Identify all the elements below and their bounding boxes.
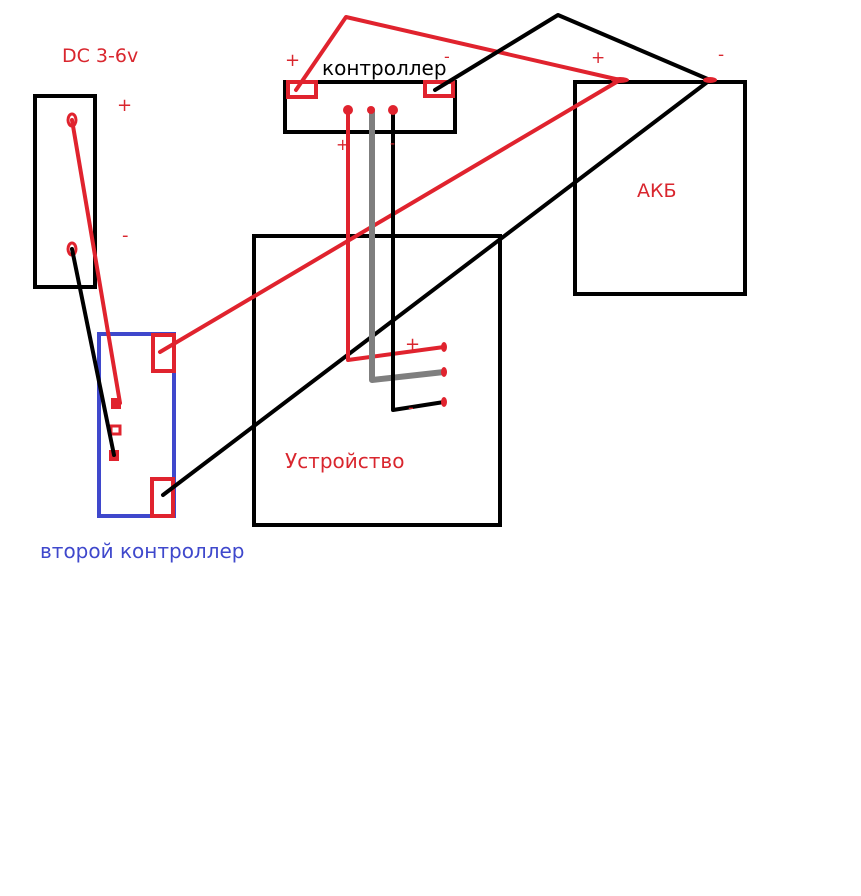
wire-device-plus bbox=[346, 108, 446, 362]
wire-dc-minus bbox=[70, 247, 116, 457]
controller-minus-terminal bbox=[423, 80, 455, 98]
second-controller-top-terminal bbox=[151, 333, 176, 373]
second-controller-box bbox=[97, 332, 176, 518]
second-controller-bottom-terminal bbox=[150, 477, 175, 518]
device-pin bbox=[441, 367, 447, 377]
controller-pin bbox=[388, 105, 398, 115]
controller-pin bbox=[343, 105, 353, 115]
wire-device-signal bbox=[369, 107, 447, 383]
device-pin bbox=[441, 397, 447, 407]
controller-pin-plus-label: + bbox=[336, 135, 349, 154]
controller-minus-label: - bbox=[444, 47, 450, 66]
second-controller-label: второй контроллер bbox=[40, 539, 245, 563]
wire-battery-minus-to-second-controller bbox=[161, 78, 712, 497]
second-controller-pin bbox=[111, 398, 121, 409]
wire-device-minus bbox=[391, 108, 446, 412]
dc-plus-label: + bbox=[117, 95, 132, 116]
dc-minus-label: - bbox=[122, 225, 129, 246]
dc-source-box bbox=[33, 94, 97, 289]
second-controller-pin bbox=[109, 424, 122, 436]
device-minus-label: - bbox=[408, 398, 414, 417]
controller-pin bbox=[367, 106, 375, 114]
device-label: Устройство bbox=[285, 449, 404, 473]
device-pin bbox=[441, 342, 447, 352]
wire-battery-plus-to-second-controller bbox=[158, 78, 622, 354]
dc-source-label: DC 3-6v bbox=[62, 45, 138, 67]
wire-controller-minus-to-battery bbox=[433, 13, 712, 92]
battery-minus-label: - bbox=[718, 45, 724, 65]
controller-label: контроллер bbox=[322, 56, 447, 80]
battery-box bbox=[573, 80, 747, 296]
wire-dc-plus bbox=[70, 118, 122, 405]
wire-controller-plus-to-battery bbox=[294, 15, 622, 92]
controller-pin-minus-label: - bbox=[390, 136, 395, 152]
device-plus-label: + bbox=[405, 334, 420, 355]
controller-plus-label: + bbox=[285, 50, 300, 71]
device-box bbox=[252, 234, 502, 527]
battery-label: АКБ bbox=[637, 180, 677, 202]
battery-plus-label: + bbox=[591, 48, 605, 68]
